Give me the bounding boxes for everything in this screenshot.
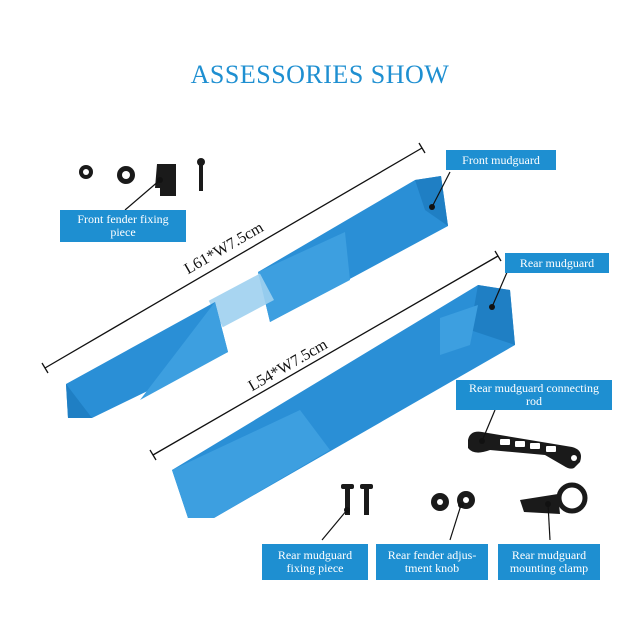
adjustment-knob-icon xyxy=(431,491,475,511)
label-rear-mudguard: Rear mudguard xyxy=(505,253,609,273)
label-rear-mudguard-connecting-rod: Rear mudguard connecting rod xyxy=(456,380,612,410)
label-rear-mudguard-fixing-piece: Rear mudguard fixing piece xyxy=(262,544,368,580)
leader-lines xyxy=(124,171,551,541)
mounting-clamp-icon xyxy=(520,482,588,514)
pointer-dots xyxy=(157,177,551,513)
label-rear-mudguard-mounting-clamp: Rear mudguard mounting clamp xyxy=(498,544,600,580)
label-rear-fender-adjustment-knob: Rear fender adjus- tment knob xyxy=(376,544,488,580)
front-fender-hardware xyxy=(79,158,205,196)
front-dimension-line xyxy=(41,142,426,374)
rear-mudguard-icon xyxy=(172,285,515,518)
label-front-fender-fixing-piece: Front fender fixing piece xyxy=(60,210,186,242)
connecting-rod-icon xyxy=(468,431,581,469)
rear-fixing-bolts-icon xyxy=(341,484,373,515)
label-front-mudguard: Front mudguard xyxy=(446,150,556,170)
front-mudguard-icon xyxy=(66,176,448,418)
bolt-icon xyxy=(199,163,203,191)
bracket-icon xyxy=(155,164,176,196)
rear-dimension-line xyxy=(149,250,502,461)
page-title: ASSESSORIES SHOW xyxy=(190,60,450,89)
